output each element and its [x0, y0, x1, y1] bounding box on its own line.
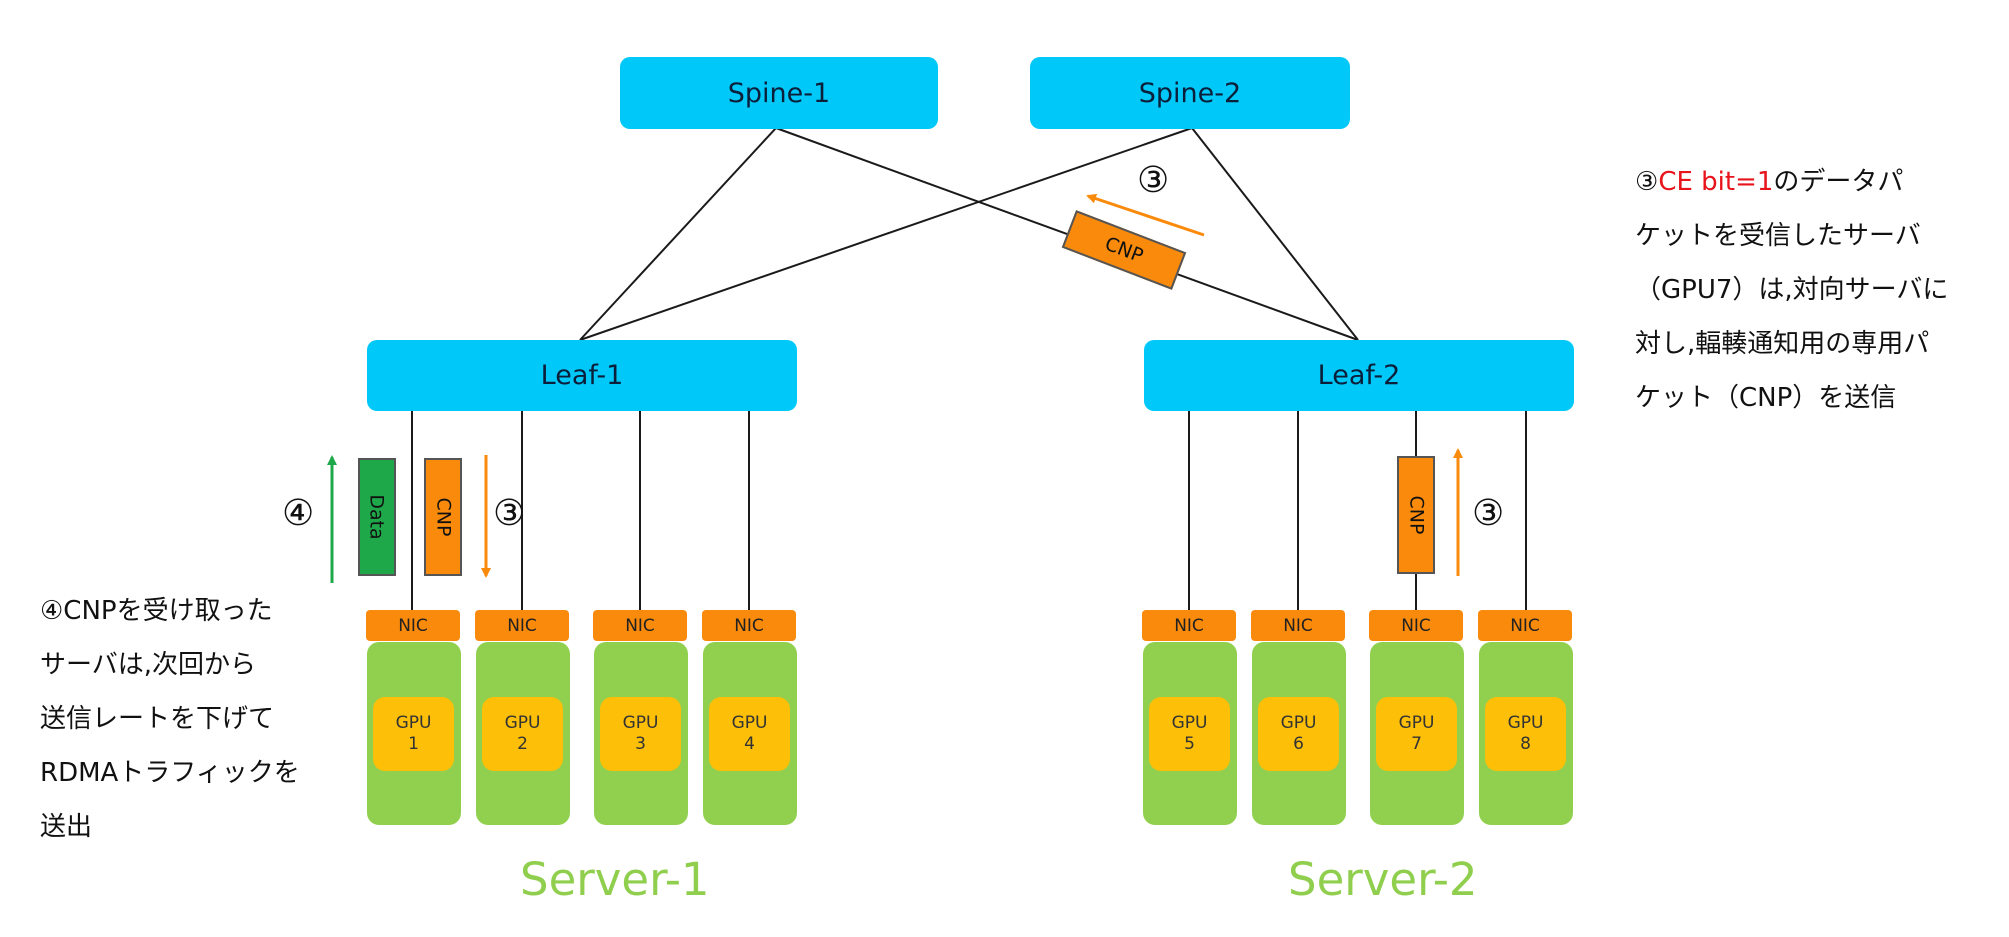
- nic-6: NIC: [1251, 610, 1345, 641]
- gpu-8-label: GPU: [1507, 713, 1544, 733]
- note-step4-line3: 送信レートを下げて: [40, 704, 275, 734]
- nic-7: NIC: [1369, 610, 1463, 641]
- gpu-2-label: GPU: [504, 713, 541, 733]
- gpu-6-label: GPU: [1280, 713, 1317, 733]
- note-step4-line2: サーバは,次回から: [40, 650, 257, 680]
- nic-3-label: NIC: [625, 615, 655, 636]
- nic-6-label: NIC: [1283, 615, 1313, 636]
- nic-8-label: NIC: [1510, 615, 1540, 636]
- nic-1: NIC: [366, 610, 460, 641]
- server-2-label: Server-2: [1288, 853, 1478, 906]
- gpu-1-label: GPU: [395, 713, 432, 733]
- gpu-7-number: 7: [1411, 734, 1422, 754]
- note-step4-line5: 送出: [40, 812, 93, 842]
- gpu-3-label: GPU: [622, 713, 659, 733]
- gpu-5-number: 5: [1184, 734, 1195, 754]
- nic-8: NIC: [1478, 610, 1572, 641]
- cnp-packet-leaf1: CNP: [424, 458, 462, 576]
- gpu-1-number: 1: [408, 734, 419, 754]
- nic-4: NIC: [702, 610, 796, 641]
- nic-7-label: NIC: [1401, 615, 1431, 636]
- nic-4-label: NIC: [734, 615, 764, 636]
- data-packet-label: Data: [366, 494, 388, 540]
- note-step3-line4: 対し,輻輳通知用の専用パ: [1635, 329, 1930, 359]
- note-step3-line1: ③CE bit=1のデータパ: [1635, 155, 1948, 209]
- cnp-packet-leaf2: CNP: [1397, 456, 1435, 574]
- nic-2-label: NIC: [507, 615, 537, 636]
- link-spine1-leaf1: [579, 127, 777, 341]
- cnp-arrow-spine: [1086, 193, 1205, 237]
- gpu-5-label: GPU: [1171, 713, 1208, 733]
- note-step3-line5: ケット（CNP）を送信: [1635, 383, 1897, 413]
- gpu-4-number: 4: [744, 734, 755, 754]
- leaf-1-label: Leaf-1: [540, 360, 624, 391]
- leaf-1-switch: Leaf-1: [367, 340, 797, 411]
- nic-5-label: NIC: [1174, 615, 1204, 636]
- gpu-3-number: 3: [635, 734, 646, 754]
- nic-3: NIC: [593, 610, 687, 641]
- spine-2-switch: Spine-2: [1030, 57, 1350, 129]
- link-spine2-leaf1: [579, 127, 1193, 341]
- spine-1-switch: Spine-1: [620, 57, 938, 129]
- nic-5: NIC: [1142, 610, 1236, 641]
- note-step4-line1: ④CNPを受け取った: [40, 596, 273, 626]
- cnp-packet-leaf2-label: CNP: [1405, 495, 1427, 535]
- gpu-2-number: 2: [517, 734, 528, 754]
- step-3-marker-leaf1: ③: [493, 493, 526, 534]
- step-3-marker-leaf2: ③: [1472, 493, 1505, 534]
- spine-1-label: Spine-1: [727, 77, 831, 109]
- leaf-2-label: Leaf-2: [1317, 360, 1401, 391]
- note-step3: ③CE bit=1のデータパ ケットを受信したサーバ （GPU7）は,対向サーバ…: [1635, 155, 1948, 425]
- gpu-8-number: 8: [1520, 734, 1531, 754]
- gpu-4-label: GPU: [731, 713, 768, 733]
- gpu-7-label: GPU: [1398, 713, 1435, 733]
- note-step3-marker: ③: [1635, 167, 1659, 197]
- cnp-packet-leaf1-label: CNP: [432, 497, 454, 537]
- note-step3-line3: （GPU7）は,対向サーバに: [1635, 275, 1949, 305]
- link-spine2-leaf2: [1191, 127, 1359, 341]
- note-step4-line4: RDMAトラフィックを: [40, 758, 300, 788]
- note-step3-highlight: CE bit=1: [1658, 167, 1774, 197]
- step-3-marker-spine: ③: [1137, 160, 1170, 201]
- note-step3-line1-rest: のデータパ: [1773, 167, 1904, 197]
- server-1-label: Server-1: [520, 853, 710, 906]
- leaf-2-switch: Leaf-2: [1144, 340, 1574, 411]
- data-packet: Data: [358, 458, 396, 576]
- cnp-packet-spine-label: CNP: [1101, 232, 1147, 268]
- step-4-marker-left: ④: [282, 493, 315, 534]
- nic-2: NIC: [475, 610, 569, 641]
- note-step4: ④CNPを受け取った サーバは,次回から 送信レートを下げて RDMAトラフィッ…: [40, 584, 300, 854]
- nic-1-label: NIC: [398, 615, 428, 636]
- spine-2-label: Spine-2: [1138, 77, 1242, 109]
- gpu-6-number: 6: [1293, 734, 1304, 754]
- note-step3-line2: ケットを受信したサーバ: [1635, 221, 1921, 251]
